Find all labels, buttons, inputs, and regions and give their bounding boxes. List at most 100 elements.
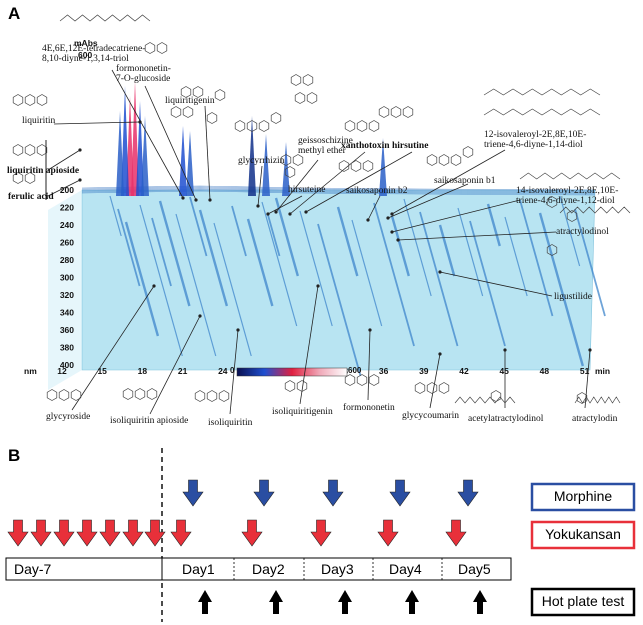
day-label-day3: Day3 bbox=[321, 561, 354, 577]
ring bbox=[12, 94, 24, 106]
leader-line bbox=[275, 159, 319, 213]
label-acetylatractylodinol: acetylatractylodinol bbox=[468, 414, 544, 424]
label-hirsutine: hirsutine bbox=[392, 141, 429, 151]
chain bbox=[559, 206, 631, 214]
dosing-timeline bbox=[5, 448, 636, 622]
label-xanthotoxin: xanthotoxin bbox=[341, 141, 390, 151]
leader-line bbox=[71, 285, 155, 411]
label-isoliquiritigenin: isoliquiritigenin bbox=[272, 407, 333, 417]
ring bbox=[426, 154, 438, 166]
leader-line bbox=[299, 285, 319, 405]
label-saikosaponin-b2: saikosaponin b2 bbox=[346, 186, 408, 196]
yokukansan-arrow bbox=[30, 519, 52, 547]
peak-streak bbox=[246, 218, 274, 307]
yokukansan-arrow bbox=[310, 519, 332, 547]
chain bbox=[59, 14, 151, 22]
leader-line bbox=[429, 353, 441, 409]
leader-dot bbox=[274, 210, 278, 214]
ring bbox=[438, 382, 450, 394]
ring bbox=[438, 154, 450, 166]
label-ferulic-acid: ferulic acid bbox=[8, 192, 54, 202]
ring bbox=[270, 112, 282, 124]
ring bbox=[156, 42, 168, 54]
hot-plate-arrow bbox=[405, 590, 419, 614]
ring bbox=[206, 390, 218, 402]
label-glycyrrhizin: glycyrrhizin bbox=[238, 156, 285, 166]
leader-line bbox=[47, 149, 81, 171]
peak-spike bbox=[248, 116, 256, 196]
label-atractylodin: atractylodin bbox=[572, 414, 618, 424]
label-12-isovaleroyl: 12-isovaleroyl-2E,8E,10E- triene-4,6-diy… bbox=[484, 130, 587, 150]
colorbar bbox=[236, 367, 348, 377]
label-isoliquiritin: isoliquiritin bbox=[208, 418, 253, 428]
leader-dot bbox=[152, 284, 156, 288]
day-label-day1: Day1 bbox=[182, 561, 215, 577]
label-formononetin-glucoside: formononetin- 7-O-glucoside bbox=[116, 64, 171, 84]
leader-line bbox=[397, 231, 557, 241]
ring bbox=[280, 154, 292, 166]
peak-streak bbox=[213, 222, 252, 357]
leader-dot bbox=[266, 212, 270, 216]
peak-streak bbox=[267, 214, 281, 257]
leader-dot bbox=[386, 216, 390, 220]
yokukansan-arrow bbox=[445, 519, 467, 547]
peak-streak bbox=[109, 195, 122, 237]
leader-line bbox=[47, 179, 81, 197]
legend-yokukansan-label: Yokukansan bbox=[545, 526, 621, 542]
peak-streak bbox=[117, 208, 141, 287]
label-glycyroside: glycyroside bbox=[46, 412, 91, 422]
structure-sketches bbox=[12, 14, 631, 404]
ring bbox=[146, 388, 158, 400]
peak-streak bbox=[299, 210, 333, 327]
leader-dot bbox=[181, 196, 185, 200]
leader-dot bbox=[588, 348, 592, 352]
morphine-arrow bbox=[253, 479, 275, 507]
peak-spike bbox=[136, 101, 144, 196]
leader-dot bbox=[390, 230, 394, 234]
label-geissoschizine: geissoschizine methyl ether bbox=[298, 136, 353, 156]
label-saikosaponin-b1: saikosaponin b1 bbox=[434, 176, 496, 186]
leader-dot bbox=[78, 178, 82, 182]
ring bbox=[356, 374, 368, 386]
peak-spike bbox=[179, 126, 187, 196]
time-tick-21: 21 bbox=[178, 366, 188, 376]
leader-lines bbox=[45, 69, 592, 415]
ring bbox=[218, 390, 230, 402]
peak-streak bbox=[274, 197, 299, 277]
peak-streak bbox=[261, 201, 298, 327]
chain bbox=[483, 108, 601, 116]
legend-yokukansan-box bbox=[530, 520, 636, 550]
panel-b-letter: B bbox=[8, 446, 21, 465]
wavelength-tick-360: 360 bbox=[60, 325, 74, 335]
leader-line bbox=[111, 69, 184, 199]
ring bbox=[294, 92, 306, 104]
ring bbox=[12, 144, 24, 156]
plot-side-plane bbox=[48, 190, 82, 390]
day-label-day5: Day5 bbox=[458, 561, 491, 577]
peak-streak bbox=[504, 216, 528, 297]
leader-line bbox=[367, 195, 381, 221]
morphine-arrow bbox=[389, 479, 411, 507]
hot-plate-arrow bbox=[473, 590, 487, 614]
colorbar-min: 0 bbox=[230, 366, 235, 375]
time-tick-42: 42 bbox=[459, 366, 469, 376]
leader-dot bbox=[366, 218, 370, 222]
time-tick-51: 51 bbox=[580, 366, 590, 376]
ring bbox=[338, 160, 350, 172]
label-tetradecatriene: 4E,6E,12E-tetradecatriene- 8,10-diyne-1,… bbox=[42, 44, 146, 64]
leader-line bbox=[387, 183, 469, 219]
peak-spike bbox=[116, 111, 124, 196]
wavelength-unit-label: nm bbox=[24, 366, 37, 376]
leader-line bbox=[204, 105, 211, 201]
ring bbox=[182, 106, 194, 118]
ring bbox=[378, 106, 390, 118]
leader-line bbox=[391, 149, 506, 215]
leader-line bbox=[391, 199, 521, 233]
ring bbox=[24, 94, 36, 106]
ring bbox=[290, 74, 302, 86]
peak-streak bbox=[419, 211, 459, 347]
ring bbox=[284, 380, 296, 392]
ring bbox=[58, 389, 70, 401]
ring bbox=[576, 392, 588, 404]
